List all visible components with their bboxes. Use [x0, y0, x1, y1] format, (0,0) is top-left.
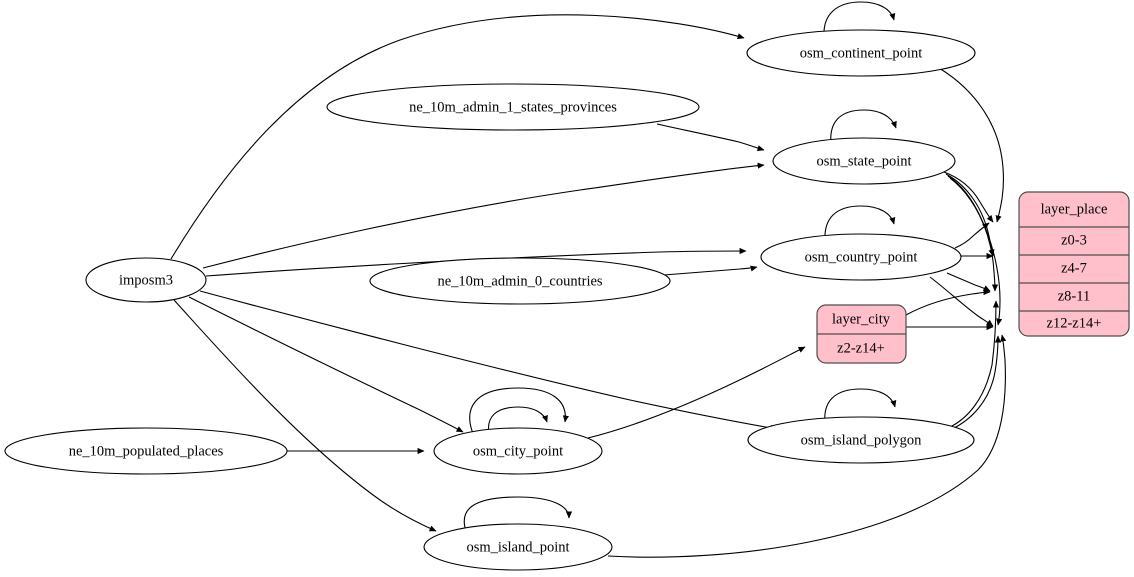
- edge-imposm3-to-osm_island_point: [173, 299, 437, 532]
- edge-imposm3-to-osm_island_polygon: [199, 290, 778, 431]
- record-field-layer_place-z0-3[interactable]: z0-3: [1061, 232, 1087, 248]
- node-label-osm_country_point: osm_country_point: [805, 249, 918, 265]
- edge-osm_continent_point-self-loop: [823, 1, 896, 37]
- record-field-layer_place-z8-11[interactable]: z8-11: [1058, 288, 1090, 304]
- edge-osm_island_polygon-to-layer_place-z8_11: [947, 300, 1000, 429]
- record-nodes-layer: layer_place z0-3 z4-7 z8-11 z12-z14+ lay…: [816, 191, 1130, 364]
- edge-imposm3-to-osm_state_point: [202, 162, 765, 269]
- edge-osm_island_polygon-to-layer_place-z12_z14: [949, 335, 1002, 431]
- record-field-layer_place-z12-z14[interactable]: z12-z14+: [1047, 315, 1102, 331]
- record-field-layer_place-z4-7[interactable]: z4-7: [1061, 260, 1087, 276]
- node-label-osm_continent_point: osm_continent_point: [800, 45, 922, 61]
- edges-layer: [170, 1, 1007, 558]
- edge-osm_city_point-to-layer_city-z2_z14: [587, 346, 806, 439]
- record-field-layer_place-title: layer_place: [1041, 201, 1108, 217]
- node-osm_continent_point[interactable]: osm_continent_point: [746, 29, 976, 77]
- node-label-ne_10m_populated_places: ne_10m_populated_places: [69, 443, 224, 459]
- edge-imposm3-to-osm_city_point: [188, 296, 464, 433]
- node-osm_island_polygon[interactable]: osm_island_polygon: [747, 416, 975, 464]
- edge-osm_state_point-to-layer_place-z4_7: [945, 173, 995, 257]
- node-ne_10m_admin_0_countries[interactable]: ne_10m_admin_0_countries: [369, 257, 671, 305]
- node-ne_10m_admin_1_states_provinces[interactable]: ne_10m_admin_1_states_provinces: [326, 83, 700, 131]
- record-field-layer_city-z2-z14[interactable]: z2-z14+: [837, 340, 885, 356]
- node-osm_country_point[interactable]: osm_country_point: [760, 233, 962, 281]
- edge-osm_city_point-self-loop-inner: [487, 406, 548, 435]
- edge-osm_state_point-to-layer_place-z12_z14: [949, 177, 1003, 326]
- nodes-layer: imposm3 ne_10m_admin_1_states_provinces …: [4, 29, 976, 571]
- edge-ne_10m_admin_0_countries-to-osm_country_point: [663, 265, 758, 276]
- edge-osm_country_point-to-layer_place-z0_3: [954, 222, 990, 249]
- node-label-ne_10m_admin_1_states_provinces: ne_10m_admin_1_states_provinces: [409, 99, 617, 115]
- edge-osm_island_point-to-layer_place-z12_z14: [607, 334, 1007, 558]
- record-node-layer_city[interactable]: layer_city z2-z14+: [816, 304, 907, 364]
- record-field-layer_city-title: layer_city: [832, 311, 891, 327]
- edge-osm_island_polygon-self-loop: [824, 388, 897, 424]
- edge-osm_state_point-to-layer_place-z0_3: [943, 171, 994, 223]
- node-osm_state_point[interactable]: osm_state_point: [772, 137, 956, 185]
- edge-ne_10m_admin_1_states_provinces-to-osm_state_point: [656, 123, 765, 152]
- record-node-layer_place[interactable]: layer_place z0-3 z4-7 z8-11 z12-z14+: [1018, 191, 1130, 337]
- edge-osm_country_point-to-layer_place-z8_11: [946, 272, 991, 292]
- node-osm_island_point[interactable]: osm_island_point: [423, 523, 613, 571]
- node-ne_10m_populated_places[interactable]: ne_10m_populated_places: [4, 427, 288, 475]
- edge-osm_city_point-self-loop-outer: [469, 387, 569, 437]
- edge-osm_island_point-self-loop: [463, 496, 573, 532]
- node-label-osm_state_point: osm_state_point: [816, 153, 911, 169]
- node-label-osm_city_point: osm_city_point: [473, 443, 563, 459]
- edge-osm_country_point-self-loop: [824, 205, 896, 241]
- node-label-ne_10m_admin_0_countries: ne_10m_admin_0_countries: [437, 273, 602, 289]
- node-imposm3[interactable]: imposm3: [85, 257, 207, 303]
- edge-layer_city-to-layer_place-z8_11: [905, 288, 991, 316]
- edge-osm_continent_point-to-layer_place-z0_3: [938, 67, 1004, 223]
- edge-imposm3-to-osm_country_point: [205, 247, 747, 277]
- edge-osm_state_point-self-loop: [830, 109, 897, 145]
- node-osm_city_point[interactable]: osm_city_point: [433, 427, 603, 475]
- node-label-osm_island_polygon: osm_island_polygon: [801, 432, 923, 448]
- node-label-osm_island_point: osm_island_point: [466, 539, 569, 555]
- node-label-imposm3: imposm3: [119, 272, 173, 288]
- edge-imposm3-to-osm_continent_point: [170, 14, 745, 260]
- edge-osm_country_point-to-layer_place-z12_z14: [929, 276, 994, 327]
